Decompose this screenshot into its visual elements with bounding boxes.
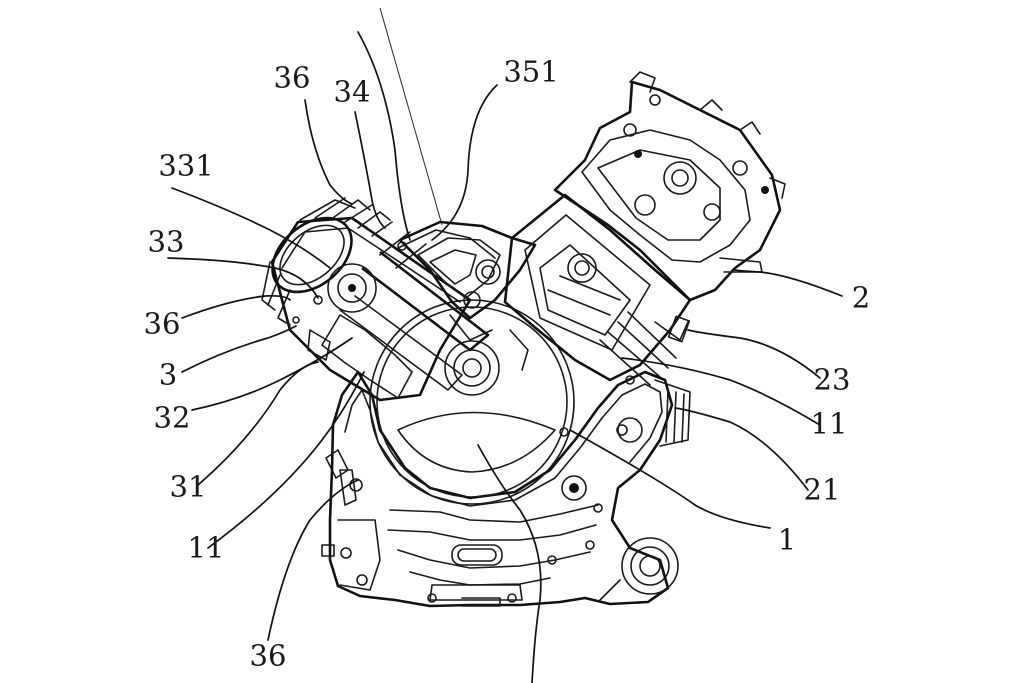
label-31: 31 [169,469,207,504]
label-2: 2 [851,280,871,315]
label-33: 33 [147,224,185,259]
left-cylinder [261,197,496,402]
label-36-top: 36 [273,60,311,95]
label-351: 351 [503,54,559,89]
label-32: 32 [153,400,191,435]
axis-line [379,7,443,226]
right-cylinder [503,71,786,447]
valley-area [398,220,537,371]
leader-lines [167,31,843,683]
label-21: 21 [803,472,841,507]
label-23: 23 [813,362,851,397]
label-331: 331 [158,148,214,183]
label-36-bottom: 36 [249,638,287,673]
label-36-mid: 36 [143,306,181,341]
label-1: 1 [777,522,797,557]
label-3: 3 [158,357,178,392]
crank-chamber [369,299,575,505]
label-11-right: 11 [810,406,848,441]
crankcase [321,370,679,608]
label-34: 34 [333,74,371,109]
label-11-left: 11 [187,530,225,565]
